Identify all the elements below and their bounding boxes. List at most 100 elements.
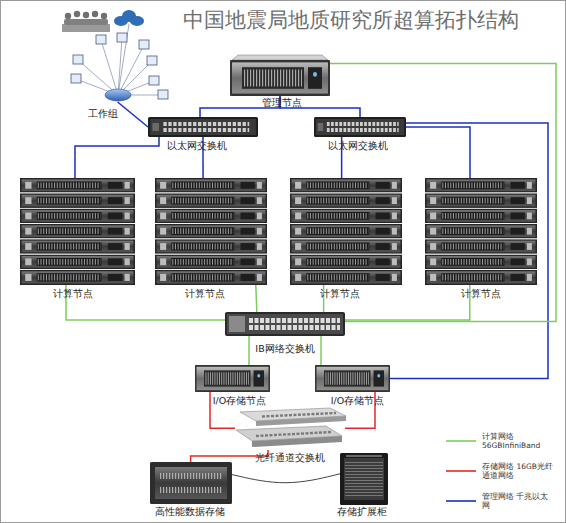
swatch-line [446, 440, 476, 442]
device-node: 计算节点 [425, 178, 537, 285]
compute-server [20, 178, 135, 193]
device-label: IB网络交换机 [255, 343, 314, 354]
device-node: I/O存储节点 [195, 365, 270, 392]
person-bodies [64, 19, 108, 25]
diagram-title: 中国地震局地质研究所超算拓扑结构 [183, 6, 519, 34]
compute-rack [290, 178, 402, 285]
computer-icon [73, 55, 83, 64]
person-head [74, 11, 80, 17]
device-label: 光纤通道交换机 [255, 452, 325, 463]
network-link [248, 336, 250, 365]
device-label: 计算节点 [53, 288, 93, 299]
compute-server [290, 224, 402, 239]
device-node: 以太网交换机 [314, 117, 406, 137]
workgroup-art [62, 10, 168, 101]
io-server [315, 365, 390, 392]
cabinet-door [344, 458, 384, 500]
cabinet-vents [345, 462, 383, 496]
device-node: 计算节点 [290, 178, 402, 285]
ethernet-switch [314, 117, 406, 137]
compute-server [290, 209, 402, 224]
network-link [345, 285, 470, 320]
network-link [118, 102, 148, 127]
link-line [101, 40, 118, 95]
server-top [232, 55, 328, 60]
compute-server [155, 239, 267, 254]
compute-server [425, 178, 537, 193]
device-label: 管理节点 [262, 97, 302, 108]
drive-slots [160, 473, 222, 479]
device-node: IB网络交换机 [225, 312, 345, 336]
compute-server [290, 270, 402, 285]
network-link [320, 336, 322, 365]
device-node: 光纤通道交换机 [235, 408, 345, 450]
network-link [390, 123, 548, 379]
compute-server [20, 209, 135, 224]
person-head [65, 13, 71, 19]
drive-slots [160, 487, 222, 493]
network-link [406, 127, 470, 178]
fc-ports [262, 413, 336, 417]
device-node: 计算节点 [155, 178, 267, 285]
compute-server [20, 270, 135, 285]
computer-icon [117, 33, 127, 42]
legend-swatch [444, 466, 478, 476]
compute-server [290, 193, 402, 208]
device-label: 计算节点 [461, 288, 501, 299]
compute-rack [425, 178, 537, 285]
device-label: 存储扩展柜 [337, 506, 387, 517]
computer-icon [147, 56, 157, 65]
compute-server [155, 224, 267, 239]
compute-server [20, 239, 135, 254]
storage-bezel [155, 467, 227, 499]
computer-icon [158, 90, 168, 99]
device-node: 计算节点 [20, 178, 135, 285]
compute-server [20, 224, 135, 239]
fc-slab-front [256, 416, 346, 426]
compute-server [425, 270, 537, 285]
computer-icon [71, 74, 81, 83]
fc-slab-front [252, 436, 342, 447]
fc-ports [256, 432, 332, 436]
compute-server [425, 255, 537, 270]
link-line [118, 24, 129, 95]
legend-swatch [444, 496, 478, 506]
device-label: I/O存储节点 [213, 395, 266, 406]
network-link [330, 64, 556, 322]
device-node: 高性能数据存储 [150, 462, 232, 504]
compute-server [290, 178, 402, 193]
compute-server [425, 209, 537, 224]
person-head [83, 12, 89, 18]
io-server [195, 365, 270, 392]
computer-icon [139, 40, 149, 49]
compute-rack [20, 178, 135, 285]
legend: 计算网络 56GBInfiniBand存储网络 16GB光纤通道网络管理网络 千… [444, 426, 562, 516]
compute-server [290, 255, 402, 270]
device-node: 以太网交换机 [148, 117, 258, 137]
connectors [66, 64, 556, 483]
legend-item: 管理网络 千兆以太网 [444, 486, 562, 516]
compute-server [290, 239, 402, 254]
compute-server [155, 270, 267, 285]
cabinet-body [340, 453, 388, 505]
device-label: 计算节点 [320, 288, 360, 299]
ib-switch [225, 312, 345, 336]
device-label: 以太网交换机 [167, 140, 227, 151]
compute-server [155, 193, 267, 208]
compute-server [20, 193, 135, 208]
swatch-line [446, 470, 476, 472]
compute-server [425, 193, 537, 208]
compute-server [20, 255, 135, 270]
fc-switch-art [236, 408, 346, 447]
compute-rack [155, 178, 267, 285]
network-link [255, 285, 257, 312]
link-line [118, 38, 122, 95]
network-link [75, 137, 159, 178]
person-head [101, 13, 107, 19]
device-node: 管理节点 [230, 60, 330, 96]
legend-text: 存储网络 16GB光纤通道网络 [482, 462, 556, 481]
device-label: 高性能数据存储 [155, 506, 225, 517]
network-hub [105, 89, 131, 101]
